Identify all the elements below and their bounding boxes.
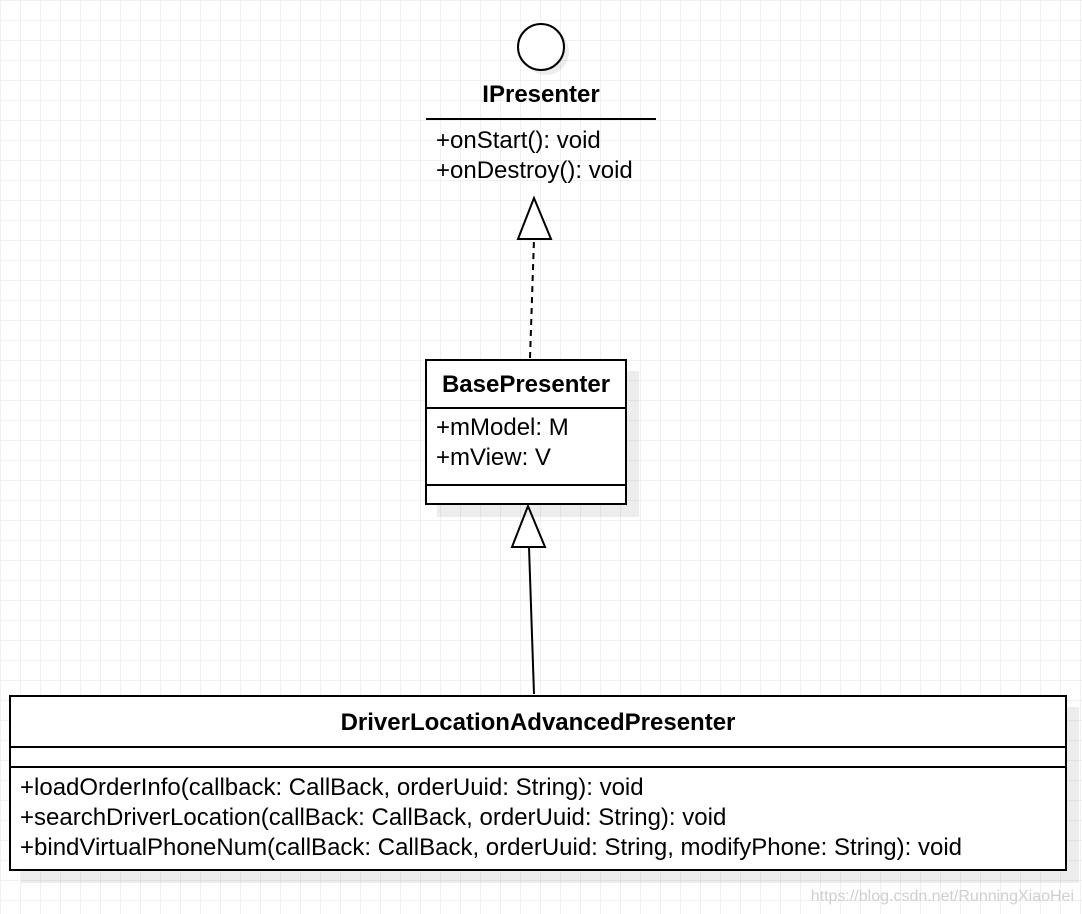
interface-lollipop-icon — [517, 23, 565, 71]
class-method: +loadOrderInfo(callback: CallBack, order… — [20, 774, 644, 801]
class-methods: +loadOrderInfo(callback: CallBack, order… — [11, 768, 1065, 867]
interface-methods: +onStart(): void +onDestroy(): void — [436, 126, 633, 186]
class-method: +bindVirtualPhoneNum(callBack: CallBack,… — [20, 834, 963, 861]
driver-location-advanced-presenter-class[interactable]: DriverLocationAdvancedPresenter +loadOrd… — [9, 695, 1067, 871]
interface-method: +onDestroy(): void — [436, 157, 633, 184]
class-attribute: +mModel: M — [436, 414, 569, 441]
class-attributes-empty — [11, 748, 1065, 768]
realization-line — [529, 238, 535, 359]
watermark: https://blog.csdn.net/RunningXiaoHei — [810, 888, 1074, 905]
base-presenter-class[interactable]: BasePresenter +mModel: M +mView: V — [425, 359, 627, 505]
interface-method: +onStart(): void — [436, 127, 601, 154]
generalization-arrowhead — [510, 503, 547, 548]
class-attributes: +mModel: M +mView: V — [427, 409, 625, 486]
class-name: BasePresenter — [427, 361, 625, 409]
class-method: +searchDriverLocation(callBack: CallBack… — [20, 804, 727, 831]
realization-arrowhead — [516, 195, 553, 240]
class-name: DriverLocationAdvancedPresenter — [11, 697, 1065, 748]
generalization-line — [528, 546, 535, 695]
interface-divider — [426, 118, 656, 120]
class-attribute: +mView: V — [436, 444, 551, 471]
class-methods-empty — [427, 486, 625, 503]
interface-name[interactable]: IPresenter — [482, 81, 600, 108]
